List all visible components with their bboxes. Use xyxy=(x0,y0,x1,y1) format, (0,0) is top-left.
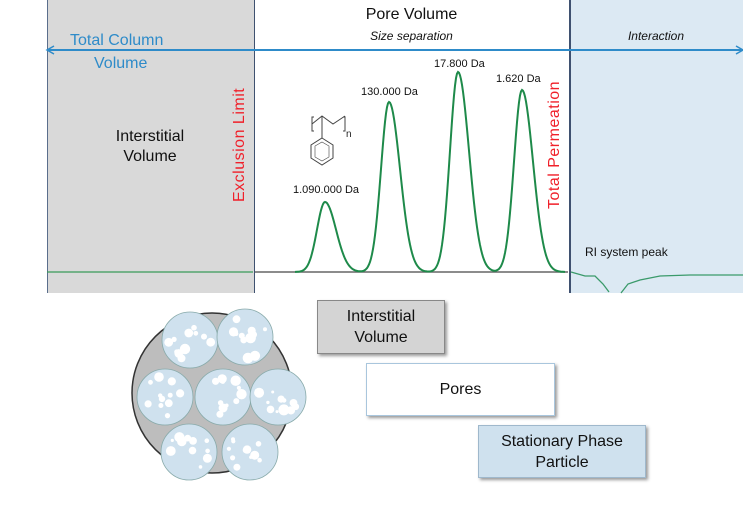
interstitial-volume-label: Interstitial Volume xyxy=(100,127,200,167)
pore xyxy=(242,447,248,453)
pore xyxy=(224,403,229,408)
pore xyxy=(289,399,298,407)
pore xyxy=(167,392,173,398)
pore xyxy=(164,413,171,419)
legend-particle-line1: Stationary Phase xyxy=(501,432,623,450)
total-column-label-2: Volume xyxy=(94,55,148,72)
peak-label: 1.090.000 Da xyxy=(293,184,360,196)
pore xyxy=(201,333,207,340)
pore xyxy=(205,448,210,454)
pore xyxy=(193,330,199,336)
pore xyxy=(174,432,185,443)
interaction-title: Interaction xyxy=(627,29,685,43)
pore xyxy=(230,455,236,461)
pore xyxy=(154,372,164,382)
pore xyxy=(202,453,212,463)
pore xyxy=(249,455,253,459)
pore xyxy=(228,327,239,337)
pore xyxy=(212,377,220,385)
pore xyxy=(242,352,254,364)
pore xyxy=(144,400,152,408)
pore xyxy=(217,374,227,384)
pore xyxy=(176,389,185,398)
pore xyxy=(171,336,177,342)
pore xyxy=(216,410,224,418)
pore xyxy=(254,387,265,398)
pore xyxy=(266,400,270,405)
pore-volume-title: Pore Volume xyxy=(365,6,458,23)
peak-label: 130.000 Da xyxy=(361,86,418,98)
pore xyxy=(230,375,241,386)
stationary-phase-particle xyxy=(216,308,274,366)
legend-interstitial-line2: Volume xyxy=(354,329,408,346)
pore xyxy=(257,457,262,463)
pore xyxy=(233,463,241,471)
pore xyxy=(275,410,279,414)
pore xyxy=(158,403,164,408)
total-column-label-1: Total Column xyxy=(70,32,164,49)
pore xyxy=(165,446,176,456)
pore xyxy=(158,395,166,403)
pore xyxy=(278,404,290,416)
pore xyxy=(236,389,247,400)
interstitial-line2: Volume xyxy=(123,148,177,165)
pore xyxy=(263,327,267,332)
pore xyxy=(236,385,241,390)
pore xyxy=(198,465,203,469)
legend-particle-line2: Particle xyxy=(535,453,589,471)
peak-label: 1.620 Da xyxy=(496,73,541,85)
arrow-head-left xyxy=(45,45,55,55)
pore xyxy=(271,390,275,394)
pore xyxy=(217,400,224,406)
pore xyxy=(204,438,210,444)
ri-system-peak-trace xyxy=(570,271,743,294)
pore xyxy=(170,438,174,442)
pore xyxy=(231,439,236,444)
ri-system-peak-label: RI system peak xyxy=(585,245,668,259)
pore xyxy=(250,331,257,339)
interaction-region xyxy=(569,0,743,293)
pore xyxy=(188,446,197,455)
stationary-phase-particle xyxy=(136,368,194,426)
interstitial-volume-region xyxy=(47,0,256,293)
pore xyxy=(177,354,186,363)
pore xyxy=(189,437,197,445)
pore xyxy=(167,377,176,386)
interstitial-line1: Interstitial xyxy=(115,128,185,145)
pore xyxy=(255,441,262,447)
pore xyxy=(226,446,231,451)
pore xyxy=(191,324,197,331)
pore xyxy=(277,395,285,403)
legend-interstitial-line1: Interstitial xyxy=(346,308,416,325)
arrow-head-right xyxy=(735,45,743,55)
peak-label: 17.800 Da xyxy=(434,58,485,70)
pore xyxy=(266,405,275,414)
pore xyxy=(184,328,194,338)
pore xyxy=(206,337,216,347)
pore xyxy=(232,315,241,324)
pore xyxy=(164,399,173,408)
pores-legend: Pores xyxy=(366,363,555,416)
pore xyxy=(286,406,296,415)
pore xyxy=(164,337,174,347)
size-separation-subtitle: Size separation xyxy=(370,29,453,43)
pore xyxy=(148,379,153,385)
chromatogram-trace xyxy=(295,70,565,273)
pore xyxy=(233,398,240,405)
pore xyxy=(184,434,192,442)
